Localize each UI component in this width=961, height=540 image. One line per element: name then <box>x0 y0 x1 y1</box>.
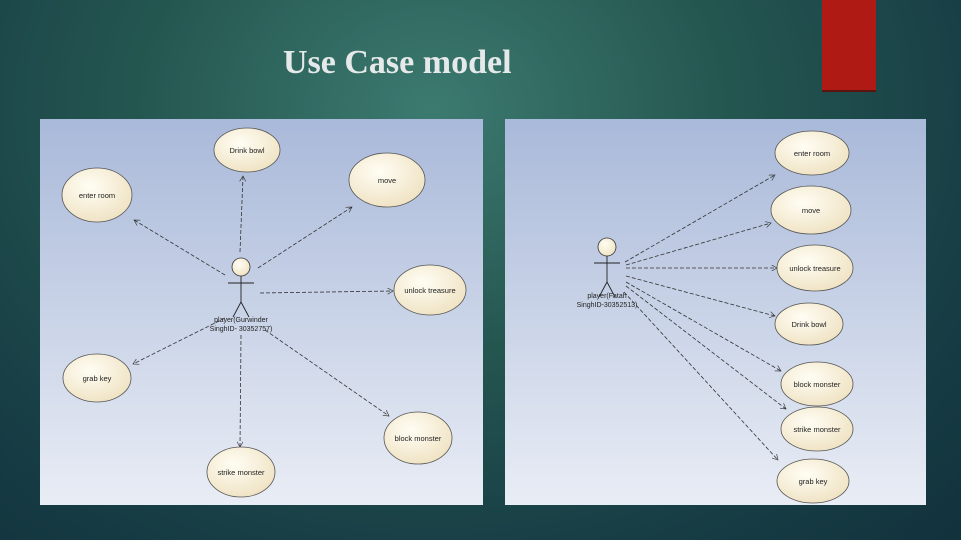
association-arrow <box>625 285 786 409</box>
use-case-label: strike monster <box>793 425 841 434</box>
association-arrow <box>134 219 226 276</box>
right-diagram-panel <box>505 119 926 505</box>
association-arrow <box>240 176 243 253</box>
use-case[interactable]: Drink bowl <box>213 127 281 173</box>
association-arrow <box>625 223 771 266</box>
association-arrow <box>240 334 241 447</box>
use-case[interactable]: move <box>770 185 852 235</box>
use-case-label: unlock treasure <box>789 264 840 273</box>
association-arrow <box>264 329 389 416</box>
use-case-label: Drink bowl <box>791 320 826 329</box>
use-case-label: grab key <box>83 374 112 383</box>
association-arrow <box>133 317 226 364</box>
use-case-label: Drink bowl <box>229 146 264 155</box>
use-case[interactable]: move <box>348 152 426 208</box>
association-arrow <box>257 207 352 269</box>
actor-label: SinghID-30352513) <box>577 302 638 309</box>
use-case[interactable]: grab key <box>776 458 850 504</box>
use-case-label: move <box>378 176 396 185</box>
use-case[interactable]: grab key <box>62 353 132 403</box>
use-case-label: enter room <box>79 191 115 200</box>
slide-title: Use Case model <box>283 44 512 81</box>
use-case[interactable]: unlock treasure <box>776 244 854 292</box>
actor-label: player(Fatah <box>587 293 626 300</box>
use-case[interactable]: enter room <box>774 130 850 176</box>
association-arrow <box>624 174 775 263</box>
use-case[interactable]: block monster <box>383 411 453 465</box>
association-arrow <box>623 291 778 460</box>
association-arrow <box>625 281 781 372</box>
association-arrow <box>259 291 393 293</box>
actor-figure <box>228 257 254 318</box>
accent-bar <box>822 0 876 92</box>
use-case[interactable]: Drink bowl <box>774 302 844 346</box>
use-case[interactable]: enter room <box>61 167 133 223</box>
use-case-label: move <box>802 206 820 215</box>
use-case[interactable]: block monster <box>780 361 854 407</box>
use-case-label: unlock treasure <box>404 286 455 295</box>
use-case-label: grab key <box>799 477 828 486</box>
use-case-label: block monster <box>395 434 442 443</box>
use-case[interactable]: strike monster <box>780 406 854 452</box>
use-case[interactable]: strike monster <box>206 446 276 498</box>
use-case-label: enter room <box>794 149 830 158</box>
actor-figure <box>594 237 620 298</box>
actor-label: SinghID- 30352757) <box>210 326 273 333</box>
actor-label: player(Gurwinder <box>214 317 268 324</box>
use-case[interactable]: unlock treasure <box>393 264 467 316</box>
use-case-label: strike monster <box>217 468 265 477</box>
use-case-label: block monster <box>794 380 841 389</box>
association-arrow <box>625 275 775 316</box>
